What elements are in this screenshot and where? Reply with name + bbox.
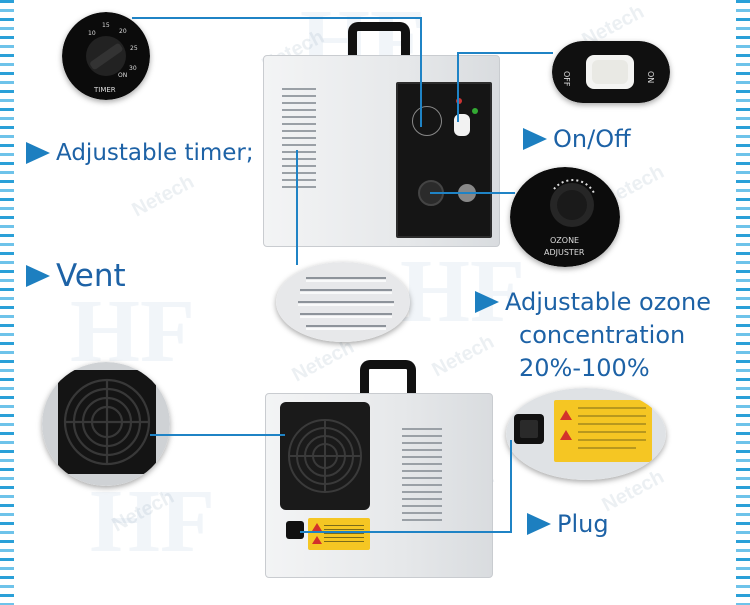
ozone-caption-line1: OZONE [550,236,579,245]
rear-fan-housing [280,402,370,510]
timer-tick: ON [118,72,127,79]
decorative-border-right [736,0,750,605]
watermark-text: Netech [288,335,358,387]
timer-tick: 30 [129,65,137,72]
connector-line-fan [150,434,285,436]
warning-icon [312,536,322,544]
connector-line-ozone [430,192,515,194]
label-ozone-line3: 20%-100% [519,354,650,382]
power-socket [286,521,304,539]
ozone-generator-rear [265,393,493,578]
carry-handle-rear [360,360,416,400]
connector-line-timer [420,17,422,127]
arrow-icon [523,128,547,150]
arrow-icon [475,291,499,313]
plug-closeup [506,388,666,480]
connector-line-switch [457,52,553,54]
switch-on-label: ON [646,71,655,83]
vent-grille-closeup [276,262,410,342]
label-text: Adjustable timer; [56,140,254,166]
arrow-icon [26,265,50,287]
label-ozone-line1: Adjustable ozone [475,288,711,316]
indicator-light-red [456,98,462,104]
label-text: Adjustable ozone [505,288,711,316]
fan-icon [288,419,362,493]
connector-line-plug [510,440,512,532]
ozone-caption-line2: ADJUSTER [544,248,585,257]
arrow-icon [26,142,50,164]
label-plug: Plug [527,510,609,538]
warning-icon [312,523,322,531]
label-vent: Vent [26,258,126,294]
decorative-border-left [0,0,14,605]
indicator-light-green [472,108,478,114]
timer-tick: 20 [119,28,127,35]
switch-off-label: OFF [562,71,571,87]
label-text: Plug [557,510,609,538]
power-switch-closeup: OFF ON [552,41,670,103]
carry-handle [348,22,410,64]
ozone-generator-front [263,55,500,247]
label-ozone-line2: concentration [519,321,686,349]
watermark-text: Netech [128,170,198,222]
fan-closeup [42,362,170,486]
arrow-icon [527,513,551,535]
label-text: On/Off [553,125,631,153]
timer-tick: 10 [88,30,96,37]
watermark-text: Netech [108,485,178,537]
control-panel [396,82,492,238]
side-vent [282,88,316,188]
timer-knob-small [412,106,442,136]
ozone-adjuster-closeup: OZONE ADJUSTER [510,167,620,267]
connector-line-plug [300,531,512,533]
connector-line-vent [296,150,298,265]
timer-tick: 25 [130,45,138,52]
timer-caption: TIMER [93,86,116,94]
label-on-off: On/Off [523,125,631,153]
label-adjustable-timer: Adjustable timer; [26,140,254,166]
connector-line-timer [132,17,422,19]
watermark-text: Netech [428,330,498,382]
warning-label [308,518,370,550]
warning-text-lines [324,525,364,545]
timer-dial-closeup: 10 15 20 25 30 ON TIMER [62,12,150,100]
timer-tick: 15 [102,22,110,29]
label-text: Vent [56,258,126,294]
side-vent-rear [402,428,442,526]
connector-line-switch [457,52,459,122]
